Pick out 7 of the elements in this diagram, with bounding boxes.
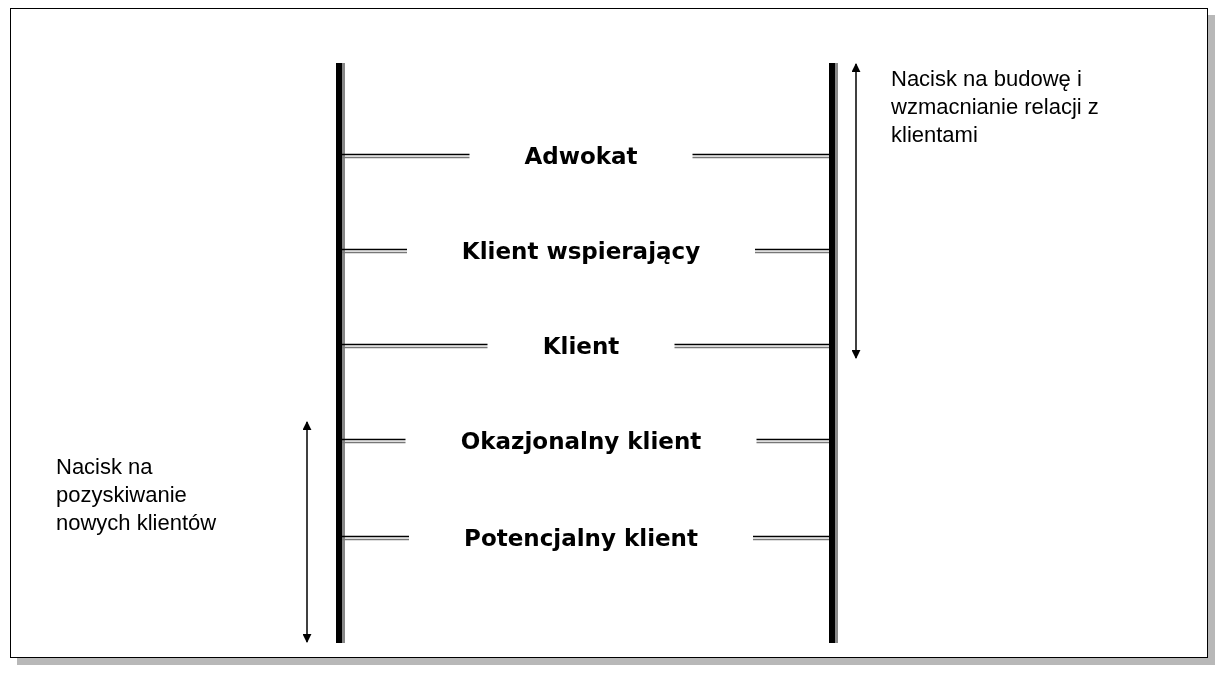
ladder-rung-label: Klient wspierający bbox=[461, 238, 701, 264]
annotation-text: Nacisk na budowę i wzmacnianie relacji z klientami bbox=[891, 65, 1100, 149]
ladder-rung-label: Klient bbox=[542, 333, 620, 359]
ladder-rung-label: Potencjalny klient bbox=[464, 525, 698, 551]
ladder-rung-label: Okazjonalny klient bbox=[460, 428, 702, 454]
ladder-rung-label: Adwokat bbox=[524, 143, 638, 169]
annotation-text: Nacisk na pozyskiwanie nowych klientów bbox=[56, 453, 218, 537]
